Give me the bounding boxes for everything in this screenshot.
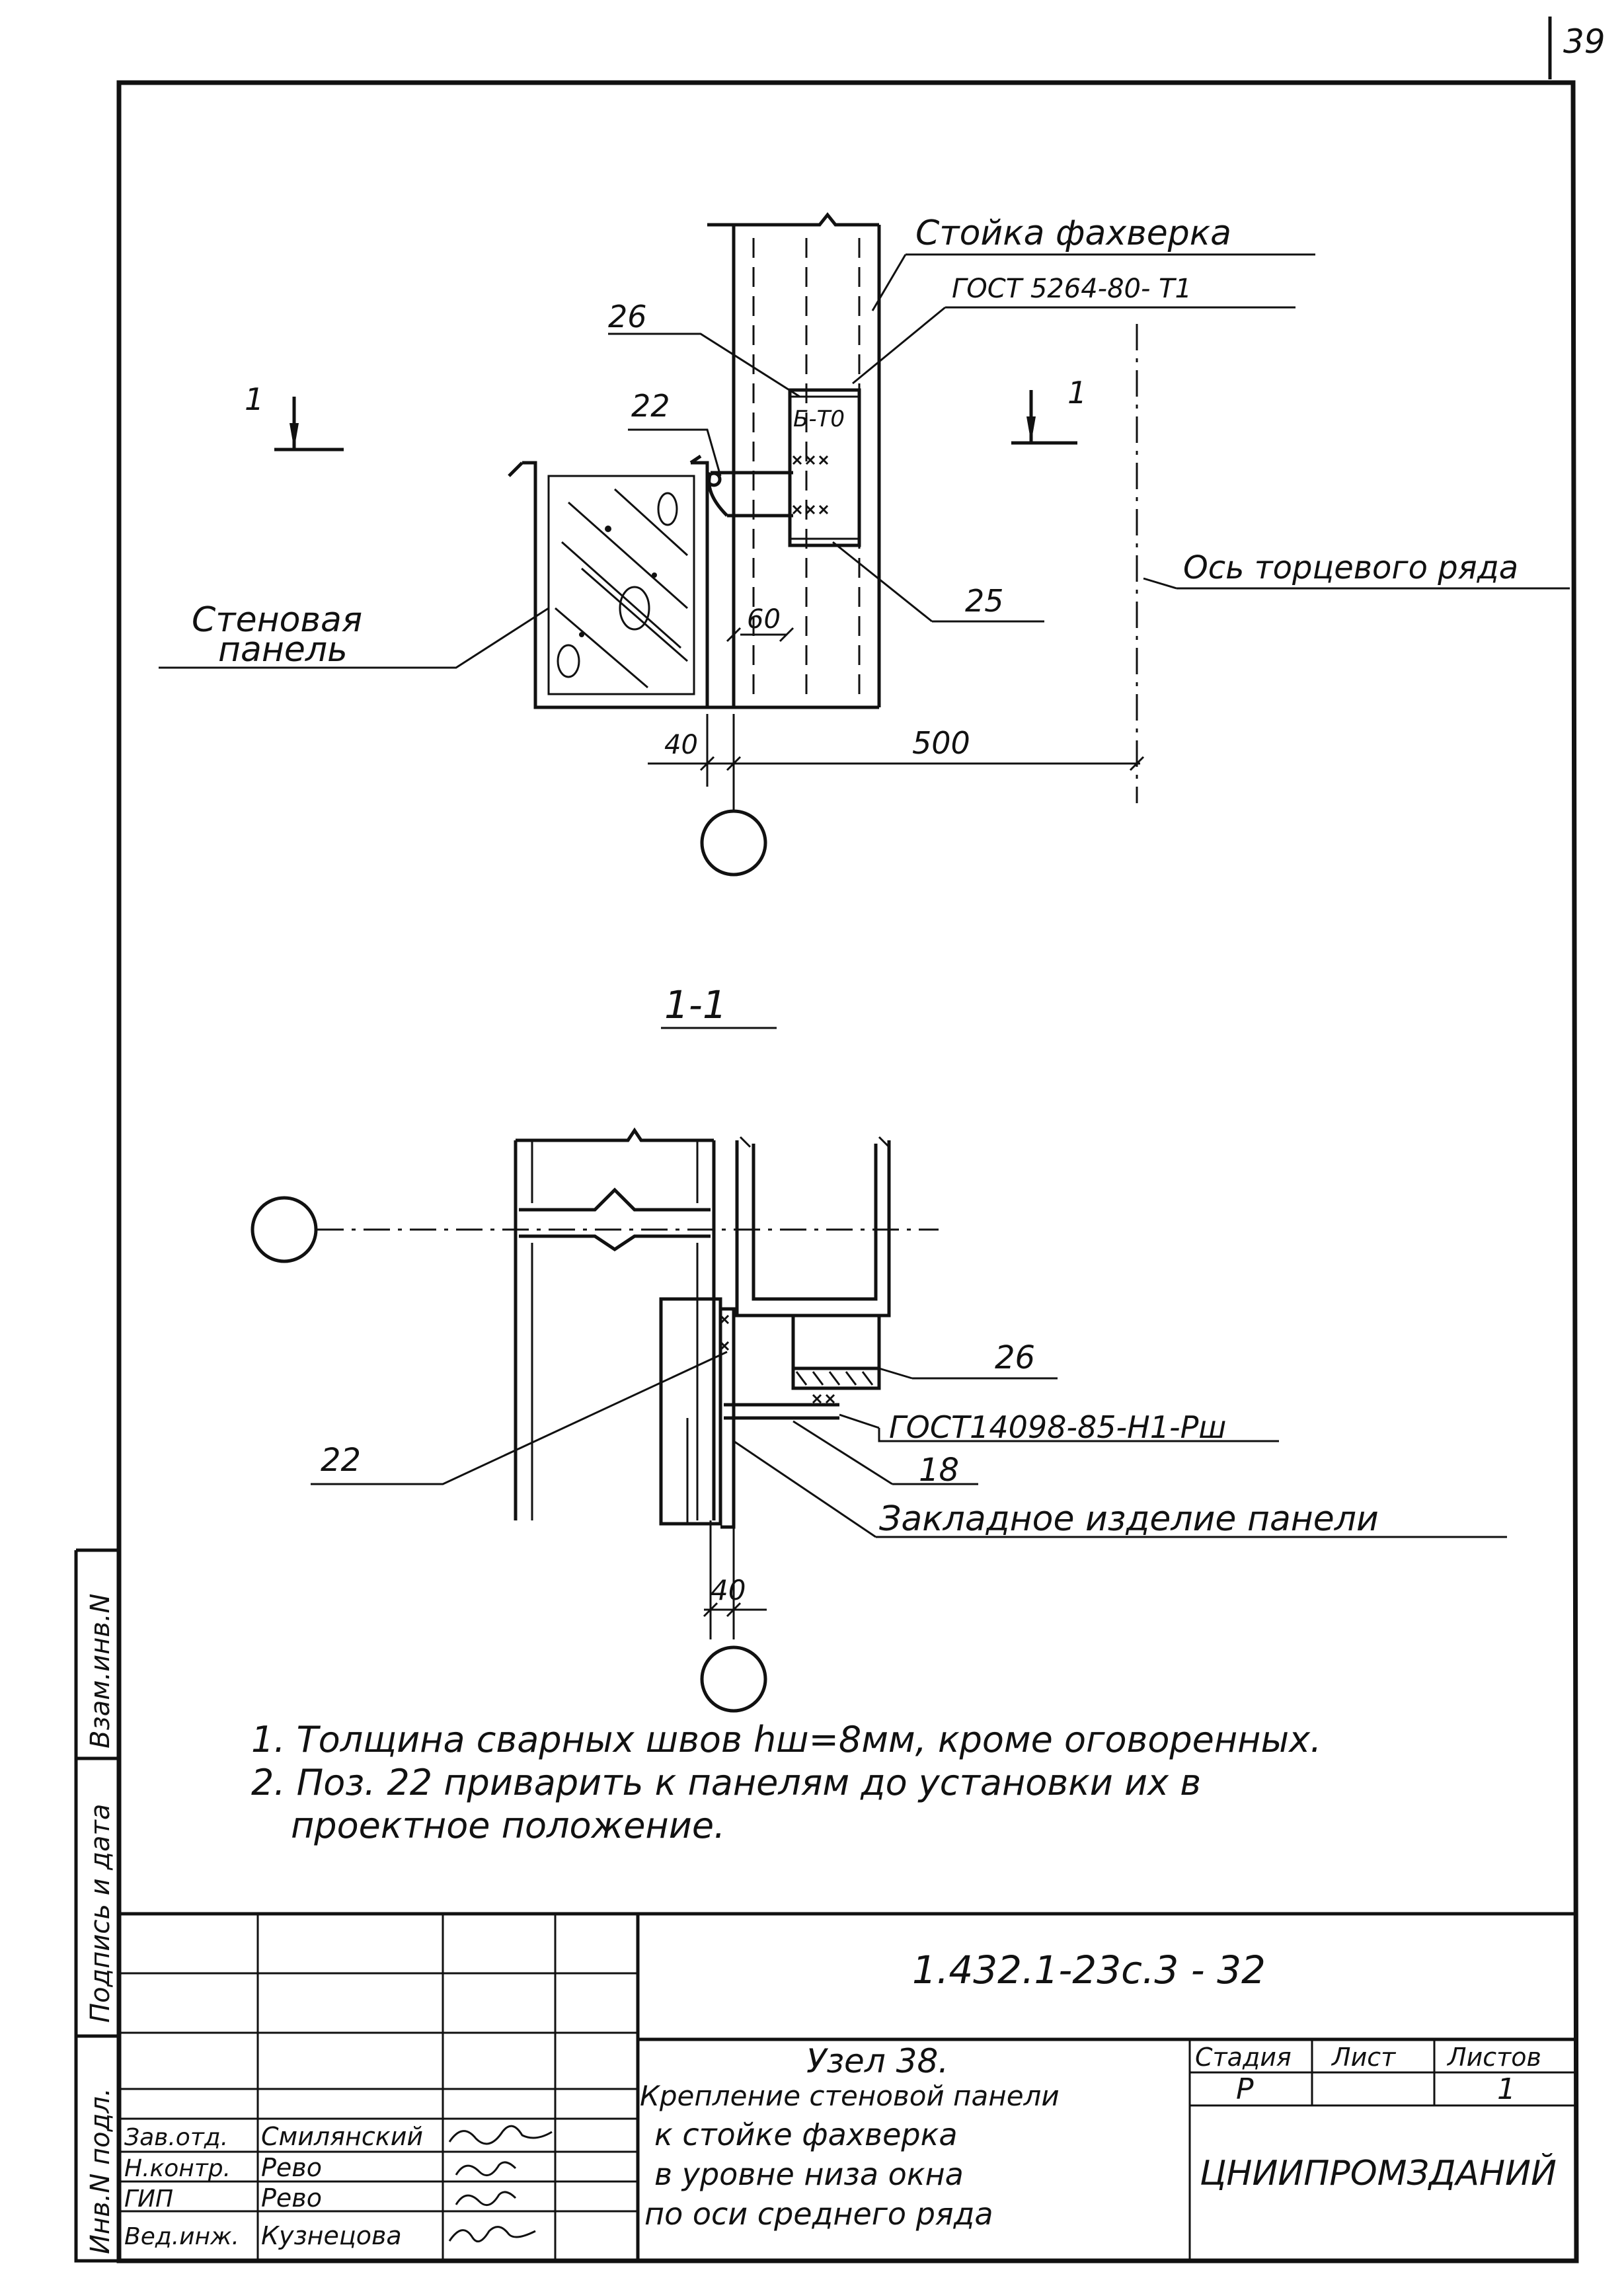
name-4: Кузнецова (261, 2221, 402, 2250)
title-line-1: Узел 38. (806, 2042, 948, 2080)
panel-label-1: Стеновая (192, 600, 362, 640)
name-3: Рево (261, 2183, 322, 2213)
title-line-4: в уровне низа окна (654, 2156, 964, 2192)
title-line-2: Крепление стеновой панели (640, 2080, 1060, 2112)
dim-500: 500 (912, 725, 970, 761)
title-line-3: к стойке фахверка (654, 2117, 958, 2152)
dimension-lines-plan (648, 595, 1145, 810)
embedded-label: Закладное изделие панели (879, 1499, 1379, 1539)
dim-60: 60 (747, 604, 781, 635)
pos-25-plan: 25 (965, 583, 1004, 619)
stage-header: Стадия (1195, 2043, 1292, 2072)
sheets-header: Листов (1446, 2043, 1541, 2072)
role-4: Вед.инж. (124, 2223, 239, 2250)
bracket-plate (788, 388, 861, 547)
title-line-5: по оси среднего ряда (644, 2196, 993, 2232)
role-3: ГИП (124, 2185, 173, 2213)
side-stamp (74, 1548, 119, 2263)
note-3: проектное положение. (291, 1805, 725, 1846)
column-section (735, 1136, 891, 1390)
name-2: Рево (261, 2153, 322, 2182)
panel-section (514, 1127, 716, 1520)
pos-22-plan: 22 (631, 388, 670, 424)
side-stamp-signature: Подпись и дата (85, 1804, 116, 2023)
axis-bubble-section (251, 1196, 318, 1263)
axis-bubble-section-bottom (700, 1645, 767, 1713)
role-2: Н.контр. (124, 2155, 231, 2182)
connecting-rod-section (724, 1394, 839, 1420)
section-mark-left: 1 (245, 381, 264, 417)
pos-26-section: 26 (995, 1339, 1035, 1376)
wall-panel-plan (508, 454, 709, 709)
gost-column-weld: ГОСТ 5264-80- Т1 (952, 274, 1192, 304)
pos-22-section: 22 (321, 1442, 361, 1479)
document-code: 1.432.1-23с.3 - 32 (912, 1947, 1266, 1992)
sheet-frame (116, 17, 1579, 2263)
pos-26-plan: 26 (608, 299, 647, 334)
name-1: Смилянский (261, 2122, 423, 2151)
dim-40-section: 40 (711, 1574, 746, 1606)
section-leaders (311, 1351, 1507, 1538)
note-1: 1. Толщина сварных швов hш=8мм, кроме ог… (251, 1719, 1321, 1760)
sheets-value: 1 (1497, 2072, 1516, 2106)
axis-label: Ось торцевого ряда (1183, 549, 1518, 586)
section-marks (274, 390, 1077, 452)
column-label: Стойка фахверка (915, 214, 1231, 253)
plan-leaders (159, 253, 1570, 669)
axis-bubble-plan (700, 809, 767, 877)
section-mark-right: 1 (1067, 375, 1087, 411)
page-number: 39 (1563, 22, 1605, 61)
sheet-header: Лист (1331, 2043, 1397, 2072)
stage-value: Р (1236, 2072, 1254, 2106)
gost-rod-weld: ГОСТ14098-85-Н1-Рш (889, 1409, 1226, 1445)
role-1: Зав.отд. (124, 2124, 228, 2151)
organization: ЦНИИПРОМЗДАНИЙ (1200, 2153, 1557, 2193)
title-block-grid (119, 1912, 1576, 2261)
dim-40-plan: 40 (664, 730, 698, 760)
connecting-bar (706, 471, 793, 518)
side-stamp-replacement: Взам.инв.N (85, 1594, 116, 1749)
side-stamp-inventory: Инв.N подл. (85, 2088, 116, 2254)
section-title: 1-1 (664, 982, 727, 1027)
panel-label-2: панель (218, 630, 348, 670)
dimension-lines-section (703, 1520, 767, 1639)
note-2: 2. Поз. 22 приварить к панелям до устано… (251, 1762, 1201, 1803)
pos-18: 18 (919, 1452, 959, 1489)
signatures (448, 2125, 553, 2243)
weld-mark: Б-Т0 (793, 406, 845, 432)
